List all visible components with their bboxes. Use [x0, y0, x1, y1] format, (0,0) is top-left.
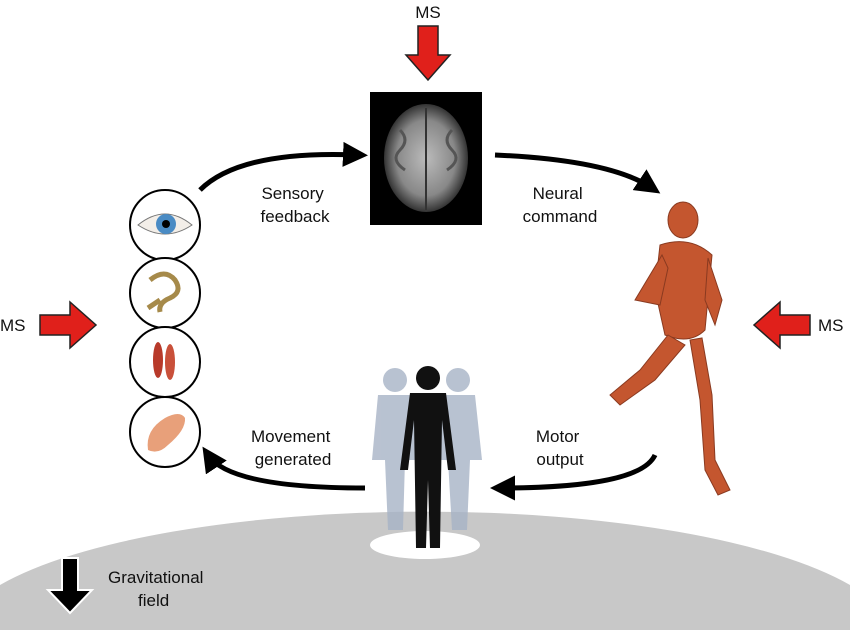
inner-ear-icon: [129, 257, 201, 329]
brain-mri-image: [370, 92, 482, 225]
muscle-icon: [129, 326, 201, 398]
standing-human-figures: [372, 366, 482, 548]
ms-label-right: MS: [818, 316, 844, 335]
eye-icon: [129, 189, 201, 261]
ms-label-top: MS: [415, 3, 441, 22]
ms-arrow-down: [404, 25, 452, 82]
motor-output-label: Motor output: [536, 427, 584, 469]
sensory-feedback-label: Sensory feedback: [261, 184, 330, 226]
ms-arrow-right: [39, 300, 98, 350]
neural-command-label: Neural command: [523, 184, 598, 226]
neural-command-arrow: [494, 152, 661, 194]
motor-output-arrow: [490, 453, 658, 501]
gravity-arrow-down: [45, 557, 95, 615]
ms-arrow-left: [752, 300, 811, 350]
ms-label-left: MS: [0, 316, 26, 335]
gravitational-field-label: Gravitational field: [108, 568, 208, 610]
movement-generated-label: Movement generated: [251, 427, 335, 469]
sensory-feedback-arrow: [198, 141, 368, 192]
ground-surface: [0, 511, 850, 630]
running-muscular-figure: [609, 201, 731, 496]
movement-generated-arrow: [202, 446, 366, 491]
foot-icon: [129, 396, 201, 468]
